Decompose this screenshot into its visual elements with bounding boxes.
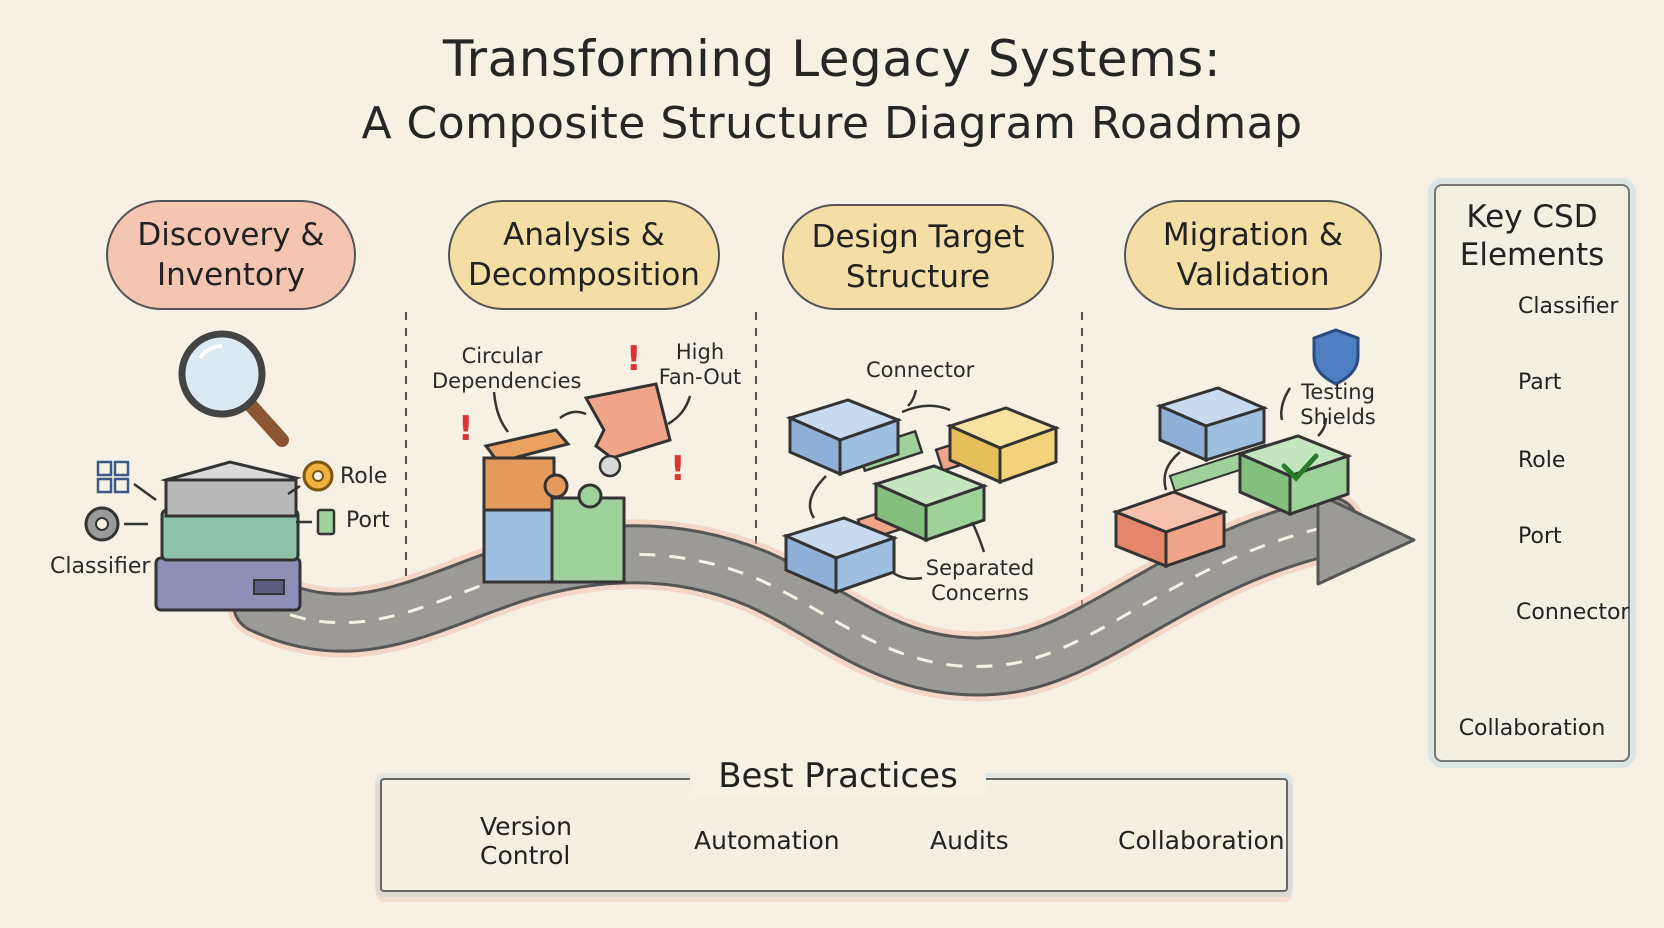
- pointer-arrow: [808, 475, 827, 519]
- key-title-line: Key CSD: [1466, 199, 1598, 235]
- role-label: Role: [340, 464, 388, 489]
- practice-line: Version: [480, 812, 572, 841]
- pointer-arrow: [667, 395, 692, 426]
- pointer-arrow: [970, 521, 986, 553]
- phase-title-line: Discovery &: [137, 217, 325, 253]
- svg-text:!: !: [670, 449, 686, 489]
- label-line: Separated: [925, 556, 1035, 580]
- block-green-migration: [1235, 434, 1353, 517]
- pointer-arrow: [1163, 451, 1181, 491]
- phase-title-line: Design Target: [811, 219, 1025, 255]
- key-item-connector: Connector: [1516, 600, 1630, 625]
- server-stack: [154, 460, 302, 612]
- warning-marks: ! ! !: [458, 339, 686, 489]
- block-orange-migration: [1111, 490, 1229, 569]
- label-line: Fan-Out: [658, 365, 742, 389]
- connector-label: Connector: [866, 358, 975, 382]
- phase-design: Design Target Structure: [782, 204, 1054, 310]
- key-item-port: Port: [1518, 524, 1562, 549]
- pointer-arrow: [492, 391, 510, 433]
- phase-title-line: Structure: [845, 259, 991, 295]
- practice-audits: Audits: [930, 826, 1009, 855]
- phase-title-line: Analysis &: [503, 217, 665, 253]
- practice-version-control: Version Control: [480, 812, 572, 870]
- phase-title-line: Validation: [1176, 257, 1330, 293]
- circular-dependencies-label: Circular Dependencies: [432, 344, 582, 394]
- testing-shields-label: Testing Shields: [1290, 380, 1386, 430]
- pointer-arrow: [1280, 387, 1292, 421]
- design-blocks: [781, 398, 1061, 595]
- classifier-gear-icon: [84, 506, 148, 542]
- road: [227, 491, 1416, 702]
- phase-analysis: Analysis & Decomposition: [448, 200, 720, 310]
- shield-icon: [1312, 328, 1360, 386]
- practice-collaboration: Collaboration: [1118, 826, 1285, 855]
- pointer-arrow: [559, 410, 587, 420]
- block-yellow: [945, 406, 1061, 485]
- port-label: Port: [346, 508, 390, 533]
- label-line: Circular: [461, 344, 543, 368]
- grid-icon: [96, 460, 157, 502]
- phase-title-line: Decomposition: [468, 257, 700, 293]
- practice-automation: Automation: [694, 826, 840, 855]
- block-green: [871, 464, 989, 543]
- practice-line: Control: [480, 841, 571, 870]
- phase-title-line: Inventory: [156, 257, 306, 293]
- phase-title-line: Migration &: [1162, 217, 1344, 253]
- key-item-role: Role: [1518, 448, 1566, 473]
- puzzle-pieces: [482, 382, 672, 584]
- phase-migration: Migration & Validation: [1124, 200, 1382, 310]
- label-line: High: [675, 340, 725, 364]
- label-line: Shields: [1300, 405, 1376, 429]
- check-icon: [1281, 453, 1319, 482]
- high-fan-out-label: High Fan-Out: [650, 340, 750, 390]
- role-gear-icon: [287, 460, 334, 496]
- key-panel-title: Key CSD Elements: [1436, 198, 1628, 274]
- separated-concerns-label: Separated Concerns: [920, 556, 1040, 606]
- pointer-arrow: [901, 404, 951, 414]
- pointer-arrow: [891, 570, 923, 580]
- key-item-collaboration: Collaboration: [1458, 716, 1606, 741]
- title-line-2: A Composite Structure Diagram Roadmap: [361, 98, 1303, 149]
- label-line: Concerns: [931, 581, 1029, 605]
- road-arrow-head: [1316, 492, 1416, 586]
- label-line: Dependencies: [432, 369, 582, 393]
- label-line: Testing: [1301, 380, 1375, 404]
- classifier-label: Classifier: [50, 554, 151, 579]
- key-title-line: Elements: [1459, 237, 1605, 273]
- best-practices-title: Best Practices: [690, 756, 986, 796]
- pointer-arrow: [907, 389, 918, 407]
- phase-discovery: Discovery & Inventory: [106, 200, 356, 310]
- block-blue-top: [785, 398, 903, 477]
- key-elements-panel: Key CSD Elements Classifier Part Role Po…: [1434, 184, 1630, 762]
- title-line-1: Transforming Legacy Systems:: [442, 30, 1222, 88]
- svg-text:!: !: [626, 339, 642, 379]
- block-blue-migration: [1155, 386, 1269, 463]
- key-item-classifier: Classifier: [1518, 294, 1619, 319]
- pointer-arrow: [1317, 417, 1328, 437]
- migration-blocks: [1111, 386, 1353, 569]
- port-plug-icon: [296, 508, 336, 536]
- svg-text:!: !: [458, 409, 474, 449]
- key-item-part: Part: [1518, 370, 1562, 395]
- magnifier-icon: [178, 330, 289, 447]
